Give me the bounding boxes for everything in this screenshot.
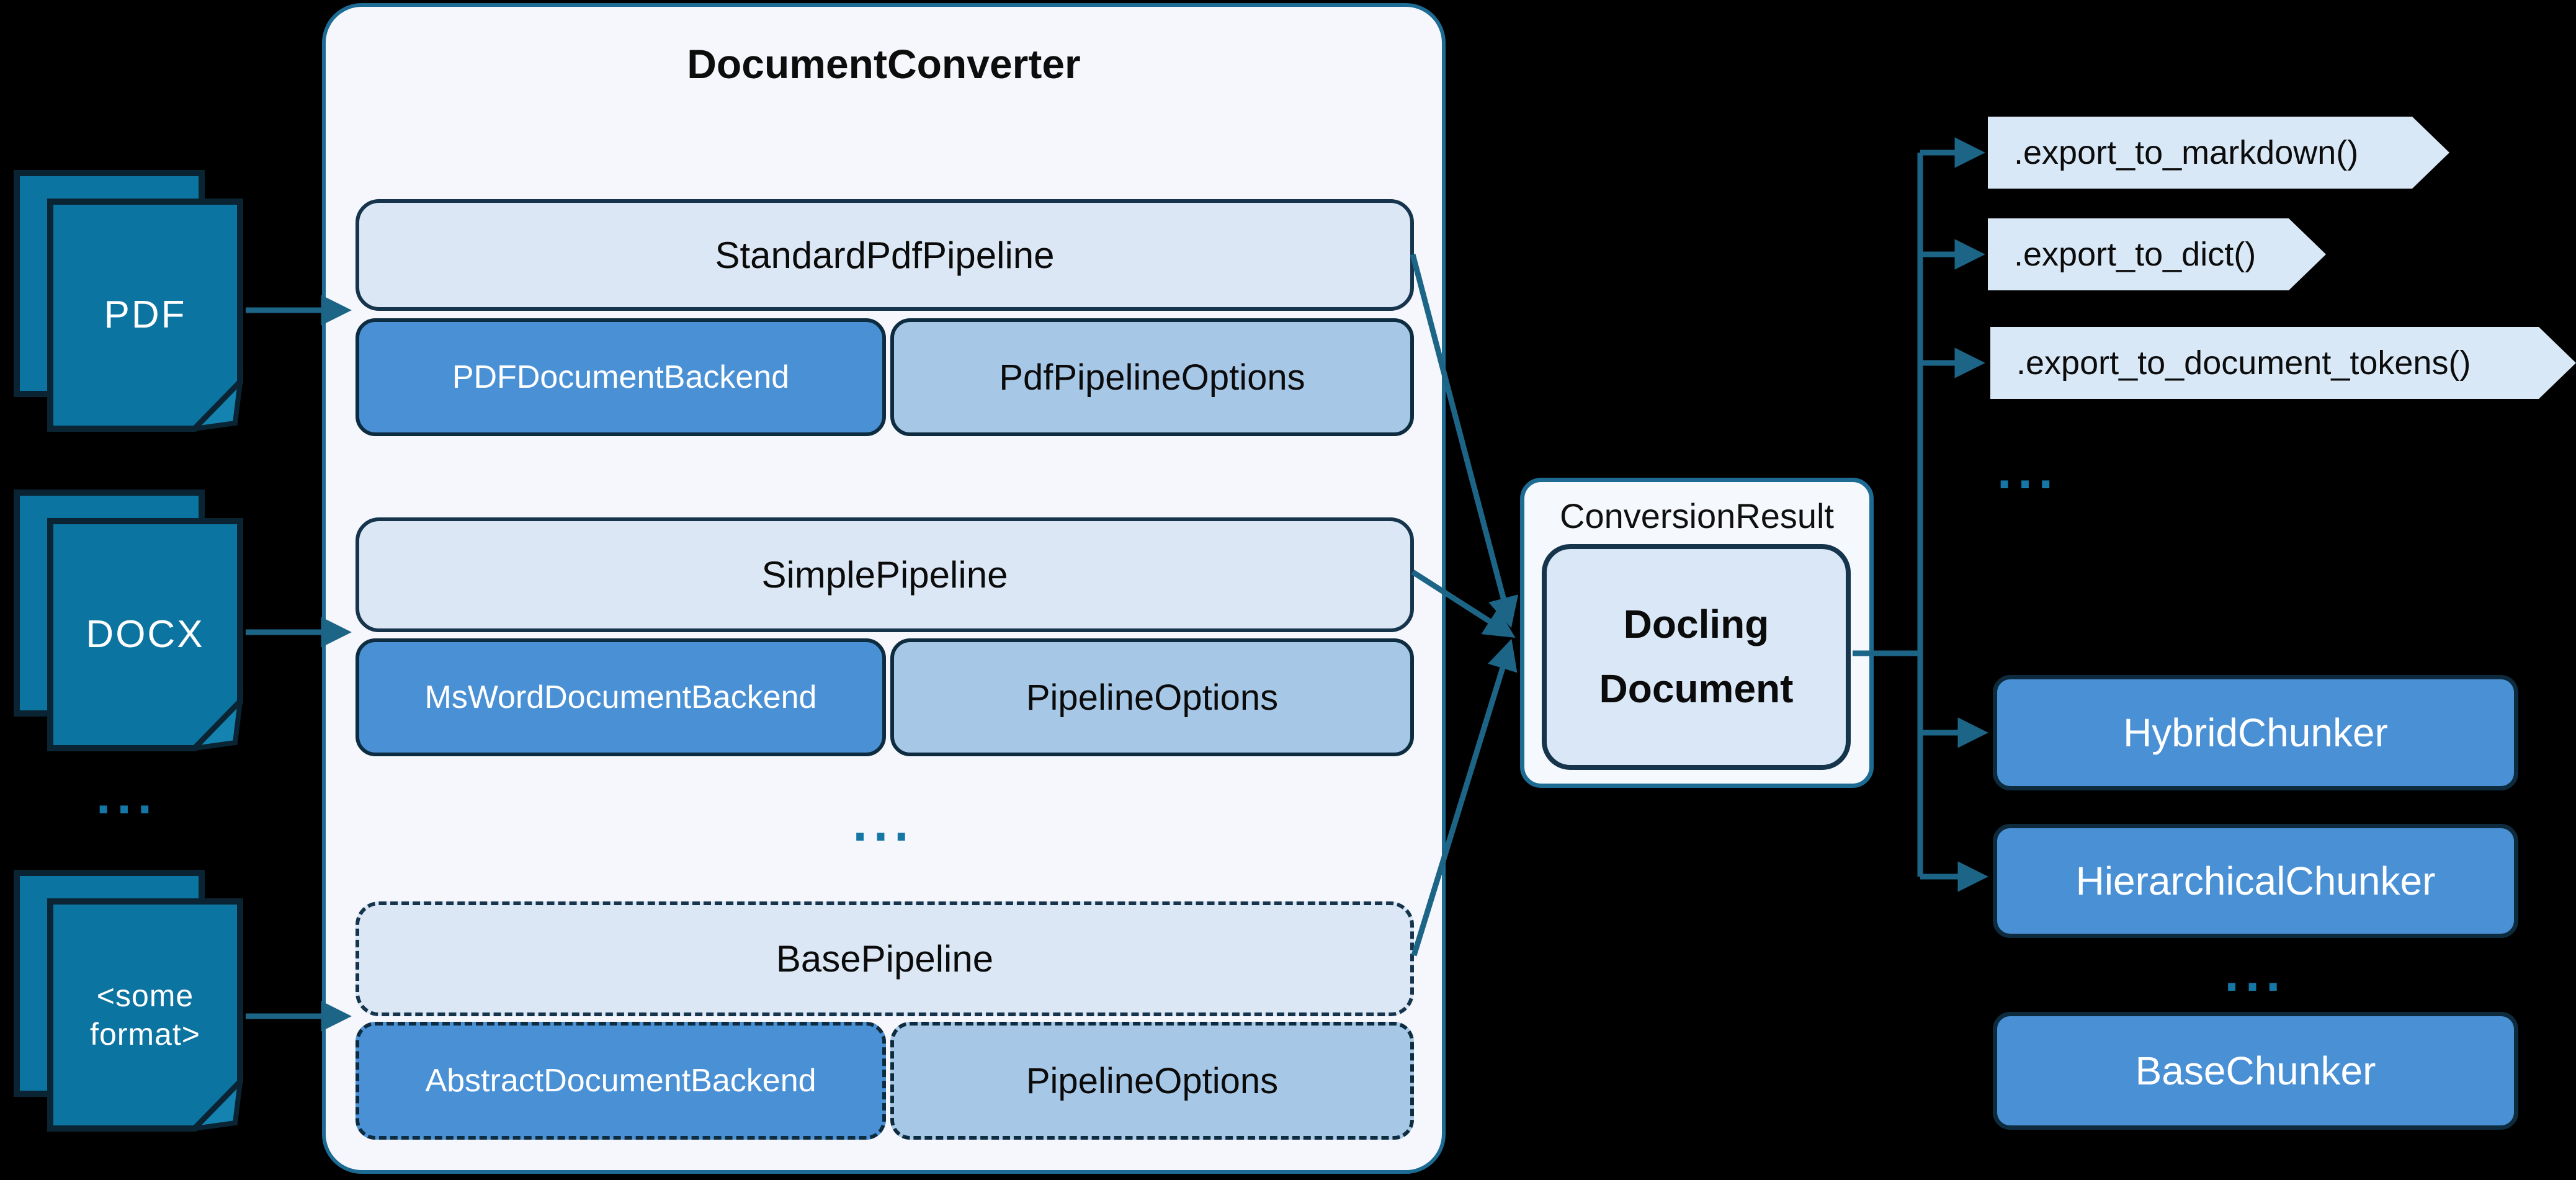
docx-documents-icon: DOCX bbox=[13, 489, 249, 756]
pdf-documents-icon: PDF bbox=[13, 169, 249, 436]
docling-document-line1: Docling bbox=[1623, 602, 1769, 647]
export-to-document-tokens-tag: .export_to_document_tokens() bbox=[1990, 327, 2576, 399]
document-converter-container: DocumentConverter StandardPdfPipeline PD… bbox=[322, 3, 1446, 1174]
some-format-documents-icon: <some format> bbox=[13, 869, 249, 1136]
some-format-line2: format> bbox=[90, 1017, 200, 1052]
conversion-result-label: ConversionResult bbox=[1560, 496, 1834, 535]
document-stack-icon bbox=[14, 170, 244, 432]
base-pipeline-box: BasePipeline bbox=[356, 901, 1414, 1016]
document-stack-icon bbox=[14, 870, 244, 1132]
simple-pipeline-box: SimplePipeline bbox=[356, 517, 1414, 632]
docx-label: DOCX bbox=[86, 613, 205, 656]
msword-document-backend-box: MsWordDocumentBackend bbox=[356, 638, 886, 756]
abstract-pipeline-options-box: PipelineOptions bbox=[890, 1022, 1414, 1140]
hybrid-chunker-box: HybridChunker bbox=[1993, 675, 2518, 790]
chunkers-ellipsis: ... bbox=[2224, 944, 2287, 1002]
base-chunker-box: BaseChunker bbox=[1993, 1012, 2518, 1130]
document-converter-title: DocumentConverter bbox=[687, 41, 1081, 87]
export-to-dict-tag: .export_to_dict() bbox=[1988, 218, 2326, 290]
standard-pdf-pipeline-box: StandardPdfPipeline bbox=[356, 199, 1414, 311]
conversion-result-container: ConversionResult Docling Document bbox=[1520, 478, 1874, 788]
some-format-line1: <some bbox=[96, 978, 194, 1013]
docling-document-line2: Document bbox=[1599, 666, 1794, 711]
pdf-label: PDF bbox=[104, 293, 187, 337]
pipeline-options-box: PipelineOptions bbox=[890, 638, 1414, 756]
converter-ellipsis: ... bbox=[852, 793, 915, 852]
docling-document-box: Docling Document bbox=[1542, 544, 1851, 770]
export-to-markdown-tag: .export_to_markdown() bbox=[1988, 117, 2449, 189]
hierarchical-chunker-box: HierarchicalChunker bbox=[1993, 824, 2518, 938]
some-format-label: <some format> bbox=[49, 900, 241, 1130]
pdf-pipeline-options-box: PdfPipelineOptions bbox=[890, 318, 1414, 436]
exports-ellipsis: ... bbox=[1997, 441, 2059, 499]
abstract-document-backend-box: AbstractDocumentBackend bbox=[356, 1022, 886, 1140]
pdf-document-backend-box: PDFDocumentBackend bbox=[356, 318, 886, 436]
document-stack-icon bbox=[14, 489, 244, 752]
input-ellipsis: ... bbox=[96, 766, 158, 825]
